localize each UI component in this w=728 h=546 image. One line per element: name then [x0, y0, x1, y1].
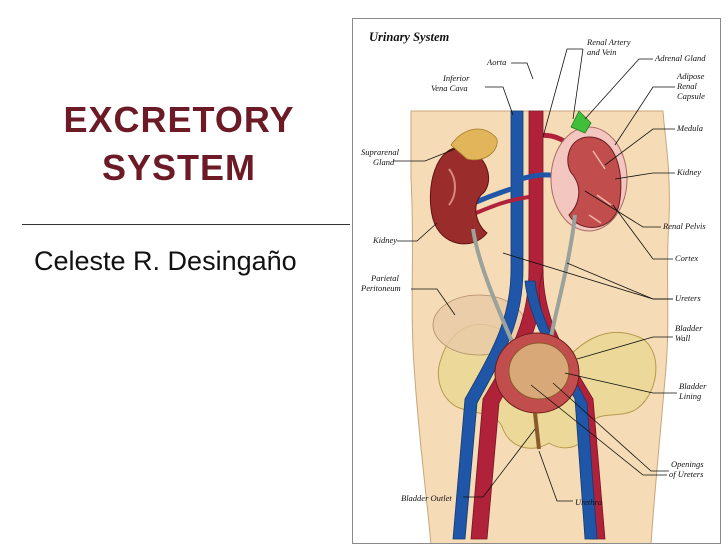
diagram-title: Urinary System: [369, 30, 449, 44]
kidney-detail: [448, 168, 456, 206]
diagram-illustration: Urinary System Aorta Renal Artery and Ve…: [360, 30, 707, 543]
label-renal-artery-2: and Vein: [587, 47, 617, 57]
label-renal-artery-1: Renal Artery: [586, 37, 631, 47]
label-cortex: Cortex: [675, 253, 698, 263]
label-kidney-right: Kidney: [676, 167, 701, 177]
label-adipose-3: Capsule: [677, 91, 705, 101]
label-parietal-2: Peritoneum: [360, 283, 401, 293]
label-adipose-1: Adipose: [676, 71, 705, 81]
label-adrenal-gland: Adrenal Gland: [654, 53, 706, 63]
author-name: Celeste R. Desingaño: [34, 246, 297, 276]
label-bladder-lining-1: Bladder: [679, 381, 707, 391]
label-parietal-1: Parietal: [370, 273, 399, 283]
urinary-system-diagram: Urinary System Aorta Renal Artery and Ve…: [352, 18, 721, 544]
label-urethra: Urethra: [575, 497, 602, 507]
inferior-vena-cava: [452, 110, 524, 540]
bladder-lining: [508, 342, 570, 400]
label-bladder-outlet: Bladder Outlet: [401, 493, 452, 503]
adrenal-gland-right: [570, 110, 592, 134]
label-adipose-2: Renal: [676, 81, 697, 91]
label-openings-1: Openings: [671, 459, 704, 469]
label-inferior-vena-cava-2: Vena Cava: [431, 83, 468, 93]
label-suprarenal-1: Suprarenal: [361, 147, 400, 157]
slide-title-line-2: SYSTEM: [101, 147, 257, 188]
label-openings-2: of Ureters: [669, 469, 704, 479]
slide-title-line-1: EXCRETORY: [63, 99, 295, 140]
label-bladder-lining-2: Lining: [678, 391, 701, 401]
label-suprarenal-2: Gland: [373, 157, 395, 167]
adrenal-gland-left: [450, 128, 498, 161]
urethra: [533, 412, 541, 450]
title-divider: [22, 224, 350, 225]
label-bladder-wall-1: Bladder: [675, 323, 703, 333]
label-inferior-vena-cava-1: Inferior: [442, 73, 470, 83]
label-renal-pelvis: Renal Pelvis: [662, 221, 706, 231]
label-aorta: Aorta: [486, 57, 506, 67]
label-bladder-wall-2: Wall: [675, 333, 691, 343]
label-medula: Medula: [676, 123, 703, 133]
leader-lines: [393, 48, 677, 502]
label-kidney-left: Kidney: [372, 235, 397, 245]
ureter-left: [471, 228, 517, 350]
medulla-pyramids: [588, 150, 612, 224]
slide-title: EXCRETORY SYSTEM: [44, 96, 314, 192]
label-ureters: Ureters: [675, 293, 701, 303]
kidney-left: [429, 146, 489, 245]
